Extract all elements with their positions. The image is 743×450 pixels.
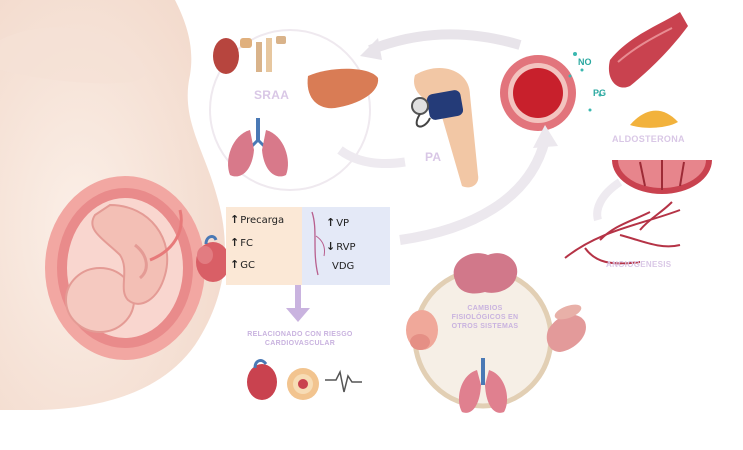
label-riesgo-cardiovascular: RELACIONADO CON RIESGO CARDIOVASCULAR (240, 330, 360, 348)
label-pa: PA (425, 150, 441, 164)
label-pg: PG (593, 88, 606, 98)
label-aldosterona: ALDOSTERONA (612, 134, 685, 144)
label-angiogenesis: ANGIOGENESIS (606, 260, 671, 269)
label-no: NO (578, 57, 592, 67)
left-item-0: ↑Precarga (230, 213, 284, 226)
right-item-0: ↑VP (326, 216, 349, 229)
label-sraa: SRAA (254, 88, 289, 102)
left-item-2: ↑GC (230, 258, 255, 271)
label-otros-sistemas: CAMBIOS FISIOLÓGICOS EN OTROS SISTEMAS (440, 304, 530, 331)
right-item-2: VDG (331, 259, 354, 272)
left-item-1: ↑FC (230, 236, 253, 249)
right-item-1: ↓RVP (326, 240, 356, 253)
